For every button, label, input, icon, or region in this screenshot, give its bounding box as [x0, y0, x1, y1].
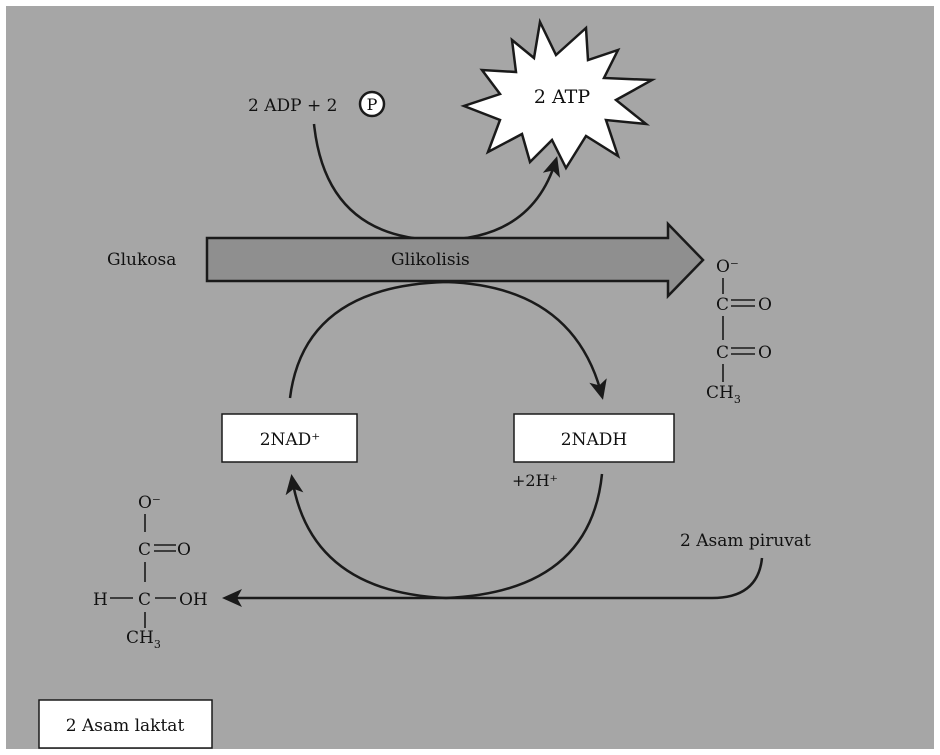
lactate-h: H — [93, 590, 108, 610]
pyruvate-to-lactate-arrow — [222, 557, 764, 607]
lactate-c2: C — [138, 590, 151, 610]
glycolysis-band-arrow — [205, 220, 705, 300]
pyruvate-o2: O — [758, 343, 772, 363]
proton-label: +2H⁺ — [512, 471, 558, 490]
pyruvate-o-minus: O⁻ — [716, 257, 739, 277]
lactate-structure: O⁻ C O H C OH CH3 — [93, 493, 208, 651]
asam-laktat-label: 2 Asam laktat — [66, 716, 185, 736]
nad-reduction-arrow — [288, 280, 607, 400]
phosphate-circle-icon — [358, 90, 386, 118]
diagram-background — [6, 6, 934, 749]
lactate-o-minus: O⁻ — [138, 493, 161, 513]
glukosa-label: Glukosa — [107, 250, 176, 270]
nad-box — [221, 413, 358, 463]
pyruvate-structure: O⁻ C O C O CH3 — [706, 257, 772, 406]
glikolisis-label: Glikolisis — [391, 250, 470, 270]
asam-piruvat-label: 2 Asam piruvat — [680, 531, 811, 551]
pyruvate-o1: O — [758, 295, 772, 315]
nadh-box-label: 2NADH — [561, 430, 627, 450]
pyruvate-c1: C — [716, 295, 729, 315]
pyruvate-c2: C — [716, 343, 729, 363]
lactate-oh: OH — [179, 590, 208, 610]
adp-label: 2 ADP + 2 — [248, 96, 337, 116]
nad-box-label: 2NAD⁺ — [260, 430, 321, 450]
lactate-o1: O — [177, 540, 191, 560]
lactate-ch3: CH3 — [126, 628, 161, 651]
lactate-c1: C — [138, 540, 151, 560]
asam-laktat-box — [38, 699, 213, 749]
atp-burst-shape — [460, 17, 657, 171]
atp-label: 2 ATP — [534, 86, 590, 108]
pyruvate-ch3: CH3 — [706, 383, 741, 406]
nadh-box — [513, 413, 675, 463]
phosphate-label: P — [367, 95, 378, 114]
